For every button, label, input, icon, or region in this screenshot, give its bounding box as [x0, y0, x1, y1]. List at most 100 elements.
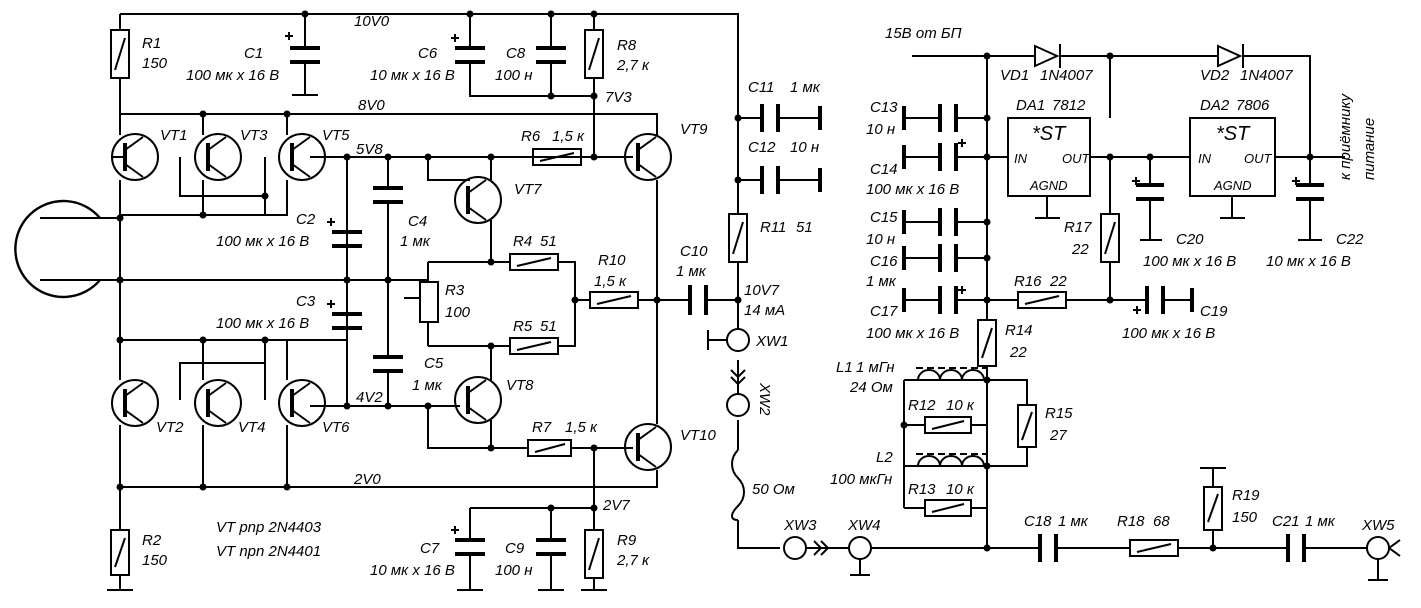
note-pnp: VT pnp 2N4403: [216, 519, 322, 536]
capacitor-c20: [1132, 177, 1164, 201]
capacitor-c21: [1286, 534, 1306, 562]
r6-name: R6: [521, 128, 541, 145]
r17-name: R17: [1064, 219, 1092, 236]
da1-logo: *ST: [1032, 123, 1067, 145]
labels: 10V0 8V0 5V8 4V2 2V0 7V3 2V7 10V7 14 мА …: [142, 13, 1395, 579]
resistor-r18: [1129, 539, 1179, 557]
c7-value: 10 мк х 16 В: [370, 562, 455, 579]
c20-value: 100 мк х 16 В: [1143, 253, 1236, 270]
connector-xw3: [783, 536, 830, 560]
connector-xw4: [848, 536, 872, 576]
c13-name: C13: [870, 99, 898, 116]
capacitor-c16: [902, 244, 958, 272]
transistor-vt4: [194, 379, 242, 427]
r9-name: R9: [617, 532, 637, 549]
diode-vd2: [1217, 44, 1244, 68]
r6-value: 1,5 к: [552, 128, 585, 145]
c5-name: C5: [424, 355, 444, 372]
vt8-label: VT8: [506, 377, 534, 394]
c21-value: 1 мк: [1305, 513, 1336, 530]
c4-name: C4: [408, 213, 427, 230]
r14-name: R14: [1005, 322, 1033, 339]
capacitor-c18: [1038, 534, 1058, 562]
r10-value: 1,5 к: [594, 273, 627, 290]
c12-value: 10 н: [790, 139, 819, 156]
capacitor-c10: [688, 285, 708, 315]
capacitor-c11: [760, 104, 822, 132]
r19-name: R19: [1232, 487, 1260, 504]
da2-pin-out: OUT: [1244, 151, 1273, 166]
wiring-left: [40, 13, 850, 590]
resistor-r9: [584, 529, 604, 579]
resistor-r15: [1017, 404, 1037, 448]
vt10-label: VT10: [680, 427, 717, 444]
c15-name: C15: [870, 209, 898, 226]
c8-name: C8: [506, 45, 526, 62]
r8-value: 2,7 к: [616, 57, 650, 74]
transistor-vt1: [111, 133, 159, 181]
r2-name: R2: [142, 532, 162, 549]
resistor-r13: [924, 499, 972, 517]
c17-value: 100 мк х 16 В: [866, 325, 959, 342]
capacitor-c13: [902, 104, 958, 132]
r16-name: R16: [1014, 273, 1042, 290]
r11-value: 51: [796, 219, 813, 236]
c17-name: C17: [870, 303, 898, 320]
r14-value: 22: [1009, 344, 1027, 361]
r15-name: R15: [1045, 405, 1073, 422]
resistor-r7: [527, 439, 572, 457]
c22-name: C22: [1336, 231, 1364, 248]
r1-value: 150: [142, 55, 168, 72]
c10-name: C10: [680, 243, 708, 260]
resistor-r10: [589, 291, 639, 309]
c6-value: 10 мк х 16 В: [370, 67, 455, 84]
regulator-da2: [1189, 117, 1276, 197]
transistor-vt3: [194, 133, 242, 181]
r4-name: R4: [513, 233, 532, 250]
da1-pin-out: OUT: [1062, 151, 1091, 166]
da2-logo: *ST: [1216, 123, 1251, 145]
capacitor-c1: [285, 32, 320, 96]
c14-name: C14: [870, 161, 898, 178]
c22-value: 10 мк х 16 В: [1266, 253, 1351, 270]
net-label-4v2: 4V2: [356, 389, 383, 406]
capacitor-c5: [373, 355, 403, 373]
l1-name: L1: [836, 359, 853, 376]
resistor-r3: [419, 281, 439, 323]
l1-value: 1 мГн: [856, 359, 895, 376]
vt5-label: VT5: [322, 127, 350, 144]
da2-pin-in: IN: [1198, 151, 1212, 166]
l1-resistance: 24 Ом: [849, 379, 893, 396]
capacitor-c6: [451, 34, 485, 64]
transistor-vt2: [111, 379, 159, 427]
r1-name: R1: [142, 35, 161, 52]
vt1-label: VT1: [160, 127, 188, 144]
resistor-r6: [532, 148, 582, 166]
da2-part: 7806: [1236, 97, 1270, 114]
c18-name: C18: [1024, 513, 1052, 530]
vd1-name: VD1: [1000, 67, 1029, 84]
note-to-receiver: к приёмнику: [1337, 93, 1354, 180]
ground-bars-regulators: [1035, 217, 1322, 241]
xw3-label: XW3: [783, 517, 817, 534]
capacitor-c9: [536, 538, 566, 591]
r7-name: R7: [532, 419, 552, 436]
r16-value: 22: [1049, 273, 1067, 290]
resistor-r17: [1100, 213, 1120, 263]
vt6-label: VT6: [322, 419, 350, 436]
capacitor-c2: [327, 218, 362, 248]
r4-value: 51: [540, 233, 557, 250]
transistor-vt9: [624, 133, 672, 181]
capacitor-c3: [327, 300, 362, 330]
net-label-10v0: 10V0: [354, 13, 390, 30]
connector-xw1: [707, 322, 750, 352]
transistor-vt8: [454, 376, 502, 424]
resistor-r11: [728, 213, 748, 263]
r18-name: R18: [1117, 513, 1145, 530]
supply-label: 15В от БП: [885, 25, 962, 42]
inductor-l1: [916, 367, 986, 381]
resistor-r12: [924, 416, 972, 434]
resistor-r8: [584, 29, 604, 79]
c16-value: 1 мк: [866, 273, 897, 290]
